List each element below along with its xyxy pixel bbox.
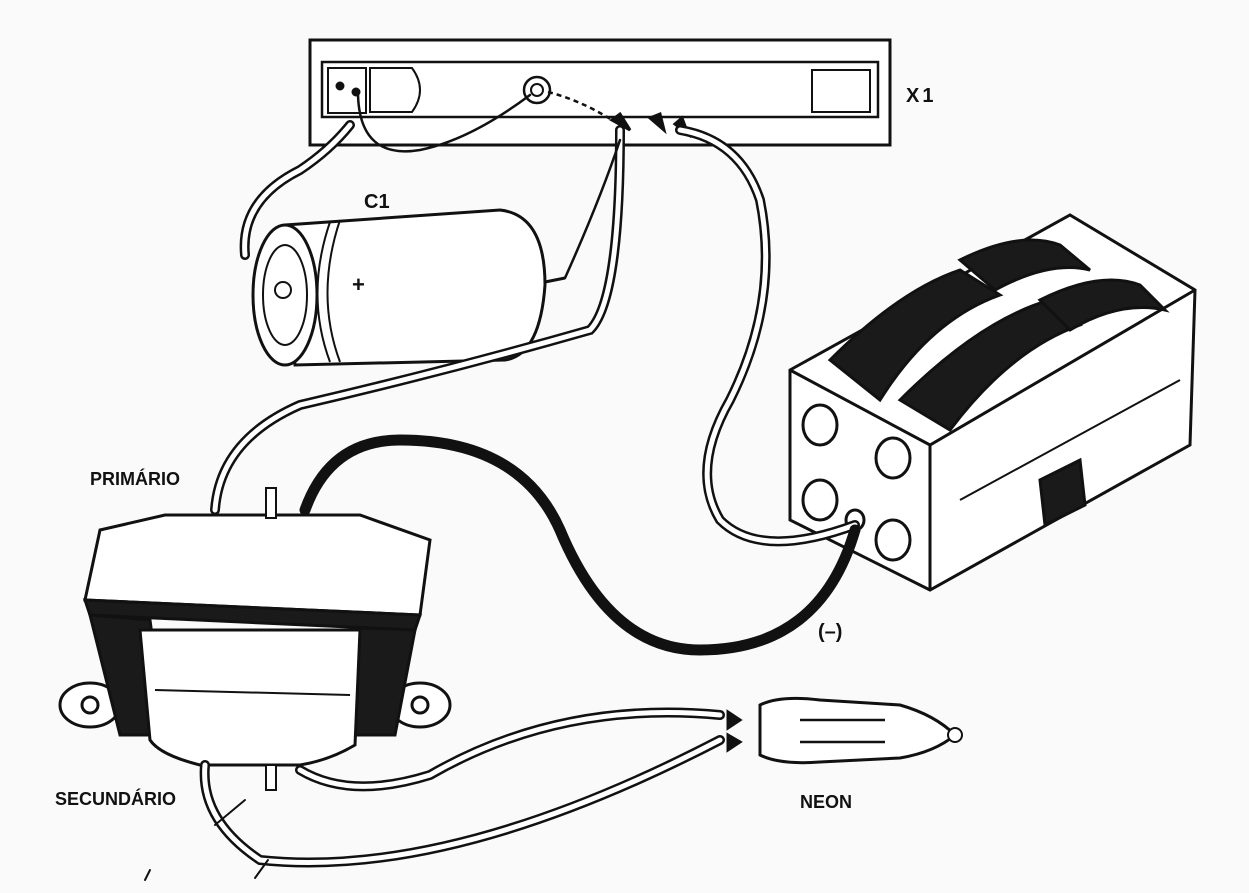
neon-lamp xyxy=(726,696,963,765)
x1-label: X1 xyxy=(906,85,936,107)
x1-board xyxy=(308,38,892,147)
negative-polarity-label: (–) xyxy=(818,621,842,643)
neon-label: NEON xyxy=(800,792,852,812)
c1-label: C1 xyxy=(364,191,390,213)
transformer xyxy=(58,487,452,791)
battery-holder xyxy=(788,213,1197,592)
wires xyxy=(144,93,861,881)
primary-winding-label: PRIMÁRIO xyxy=(90,468,180,489)
plus-polarity-label: + xyxy=(352,272,365,297)
c1-capacitor xyxy=(251,208,566,367)
secondary-winding-label: SECUNDÁRIO xyxy=(55,788,176,809)
